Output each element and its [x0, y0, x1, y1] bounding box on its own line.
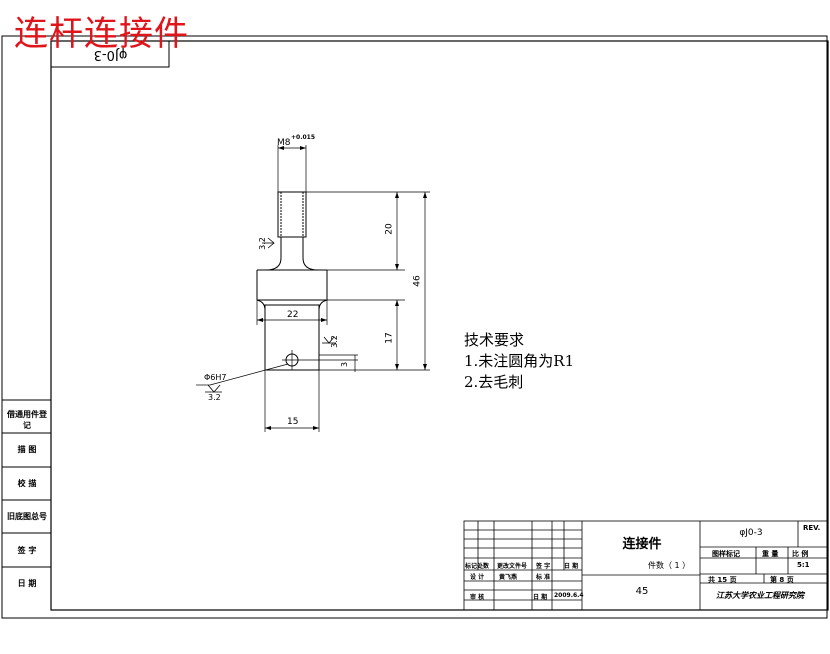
- rev-sign-label: 签 字: [536, 563, 551, 570]
- part-count: 件数（ 1 ）: [648, 561, 691, 570]
- stage-label: 图样标记: [712, 550, 740, 558]
- side-label-reuse: 借通用件登记: [7, 410, 47, 430]
- roughness-thread-value: 3.2: [257, 237, 267, 250]
- side-panel-grid: [2, 399, 51, 568]
- tech-requirements: 技术要求 1.未注圆角为R1 2.去毛刺: [464, 330, 574, 393]
- part-outline: [256, 191, 328, 371]
- scale-value: 5:1: [797, 561, 810, 569]
- roughness-symbols: [205, 237, 336, 393]
- tech-requirement-item: 1.未注圆角为R1: [464, 352, 575, 370]
- scale-label: 比 例: [792, 550, 809, 558]
- dim-shoulder-width: 22: [287, 310, 299, 320]
- inner-frame: [50, 40, 829, 611]
- dim-base-height: 17: [384, 332, 395, 344]
- tech-requirements-heading: 技术要求: [464, 331, 525, 349]
- design-label: 设 计: [470, 574, 485, 581]
- dimension-arrows: [257, 146, 427, 430]
- tech-requirement-item: 2.去毛刺: [464, 373, 524, 391]
- sheet-number: 第 8 页: [770, 576, 794, 584]
- mirrored-drawing-code-text: φJ0-3: [93, 47, 128, 62]
- total-sheets: 共 15 页: [708, 576, 737, 584]
- roughness-base-value: 3.2: [329, 335, 339, 348]
- material: 45: [635, 586, 649, 597]
- rev-date-label: 日 期: [564, 563, 579, 570]
- dim-base-width: 15: [287, 417, 299, 427]
- side-label-old-no: 旧底图总号: [7, 512, 47, 521]
- side-label-date: 日 期: [17, 579, 37, 588]
- mirrored-drawing-code: φJ0-3: [52, 41, 169, 67]
- designer-name: 黄飞燕: [499, 574, 518, 581]
- weight-label: 重 量: [762, 550, 779, 558]
- standard-label: 标 准: [536, 574, 551, 581]
- dim-hole-offset: 3: [340, 361, 350, 368]
- page-title: 连杆连接件: [14, 14, 189, 54]
- dim-thread-tol: +0.015: [291, 134, 316, 141]
- roughness-hole-value: 3.2: [208, 393, 221, 402]
- dim-hole-label: Φ6H7: [204, 373, 227, 382]
- company-name: 江苏大学农业工程研究院: [716, 591, 804, 600]
- side-label-trace: 描 图: [17, 445, 37, 454]
- side-label-sign: 签 字: [17, 546, 37, 555]
- rev-mark-label: 标记处数: [465, 563, 490, 570]
- part-name: 连接件: [622, 537, 662, 552]
- rev-doc-label: 更改文件号: [497, 563, 528, 570]
- dim-total-length: 46: [412, 275, 423, 287]
- title-block-grid: [463, 520, 829, 611]
- code-box-frame: [50, 40, 170, 68]
- dim-thread-spec: M8: [277, 138, 291, 148]
- outer-frame: [1, 35, 828, 619]
- dim-thread-length: 20: [384, 223, 395, 235]
- drawing-code: φJ0-3: [739, 528, 763, 538]
- dimension-lines: [196, 145, 430, 432]
- date-label: 日 期: [533, 594, 548, 601]
- review-label: 审 核: [470, 594, 485, 601]
- date-value: 2009.6.4: [554, 592, 584, 599]
- rev-label: REV.: [803, 524, 821, 532]
- side-label-check: 校 描: [17, 479, 37, 488]
